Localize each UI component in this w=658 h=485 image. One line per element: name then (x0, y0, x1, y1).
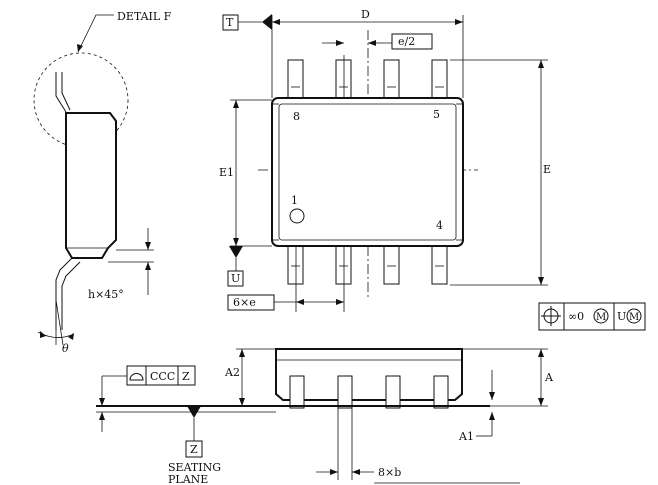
e-half-arrow-right (368, 40, 376, 46)
a1-arrow-top (489, 392, 495, 400)
side-view: DETAIL F h×45° θ (33, 10, 172, 355)
h45-label: h×45° (88, 288, 124, 301)
a-arrow-top (538, 349, 544, 357)
position-symbol-icon (541, 306, 561, 326)
e-half-label: e/2 (398, 35, 415, 48)
lead-pin5 (431, 59, 448, 101)
h-arrow-bottom (145, 262, 151, 270)
datum-t-box (222, 14, 239, 31)
bottom-leads (287, 243, 448, 312)
six-e-label: 6×e (233, 296, 256, 309)
position-tolerance-frame: ∞0 M U M (538, 302, 646, 331)
lead-pin3 (383, 243, 400, 285)
datum-t-label: T (226, 16, 234, 29)
eight-b-label: 8×b (378, 466, 401, 479)
a1-label: A1 (458, 430, 474, 443)
fcf-datum-label: U (617, 310, 626, 323)
e1-arrow-top (233, 100, 239, 108)
six-e-box (227, 294, 275, 311)
front-lead-foot (337, 375, 353, 409)
fcf-datum-mmc-circle (626, 308, 642, 324)
fcf-mmc-circle (593, 308, 609, 324)
fcf-mmc-label: M (596, 312, 606, 323)
d-arrow-left (272, 19, 280, 25)
e1-arrow-bottom (233, 238, 239, 246)
side-lead-lower-inner (61, 261, 81, 330)
lead-pin1 (287, 243, 304, 285)
lead-pin2 (335, 243, 352, 285)
datum-z-box (185, 440, 203, 458)
d-arrow-right (455, 19, 463, 25)
e-arrow-bottom (538, 277, 544, 285)
detail-f-label: DETAIL F (117, 10, 172, 23)
fcf-tolerance-value: ∞0 (568, 310, 584, 323)
e-label: E (543, 163, 551, 176)
lead-pin4 (431, 243, 448, 285)
profile-surface-icon (129, 373, 144, 381)
datum-z-label: Z (190, 443, 198, 456)
front-lead-foot (385, 375, 401, 409)
datum-u-triangle (229, 246, 243, 258)
b-arrow-left (330, 469, 338, 475)
theta-arrow-right (68, 333, 74, 340)
theta-arrow-left (40, 331, 46, 338)
h-arrow-top (145, 242, 151, 250)
a2-label: A2 (224, 366, 240, 379)
datum-triangle-icon (262, 14, 272, 30)
a-arrow-bottom (538, 398, 544, 406)
datum-z-triangle (187, 406, 201, 418)
datum-u-label: U (231, 272, 240, 285)
lead-pin7 (335, 59, 352, 101)
flatness-arrow-top (99, 398, 105, 406)
front-lead-foot (433, 375, 449, 409)
package-body (271, 97, 464, 247)
pin5-label: 5 (433, 108, 440, 121)
top-view: T D e/2 (219, 8, 646, 331)
e-half-arrow-left (336, 40, 344, 46)
e-arrow-top (538, 60, 544, 68)
d-label: D (361, 8, 370, 21)
a-label: A (544, 371, 554, 384)
front-view: CCC Z A2 A A1 Z SEATING PLANE (96, 348, 554, 485)
pin1-label: 1 (291, 194, 298, 207)
lead-pin6 (383, 59, 400, 101)
seating-label-line1: SEATING (168, 461, 221, 474)
side-lead-upper (55, 72, 67, 113)
front-lead-foot (289, 375, 305, 409)
pin8-label: 8 (293, 110, 300, 123)
detail-leader (77, 14, 114, 53)
side-body (65, 112, 117, 259)
e1-label: E1 (219, 166, 234, 179)
side-lead-lower-outer (55, 257, 73, 330)
side-lead-upper-inner (61, 72, 71, 111)
package-body-inner (278, 103, 457, 241)
datum-u-box (227, 270, 244, 287)
b-arrow-right (352, 469, 360, 475)
a1-arrow-bottom (489, 412, 495, 420)
pin4-label: 4 (436, 219, 443, 232)
six-e-arrow-left (296, 299, 304, 305)
seating-label-line2: PLANE (168, 473, 208, 485)
a2-arrow-bottom (239, 398, 245, 406)
flatness-value: CCC (150, 370, 175, 383)
theta-label: θ (62, 342, 69, 355)
flatness-arrow-bottom (99, 412, 105, 420)
top-leads (287, 55, 448, 101)
six-e-arrow-right (336, 299, 344, 305)
flatness-datum: Z (182, 370, 190, 383)
lead-pin8 (287, 59, 304, 101)
e-half-box (391, 33, 433, 50)
flatness-tolerance-frame: CCC Z (126, 365, 196, 386)
fcf-datum-mmc-label: M (629, 312, 639, 323)
pin1-marker-icon (289, 208, 305, 224)
a2-arrow-top (239, 349, 245, 357)
detail-leader-arrow (77, 44, 83, 52)
